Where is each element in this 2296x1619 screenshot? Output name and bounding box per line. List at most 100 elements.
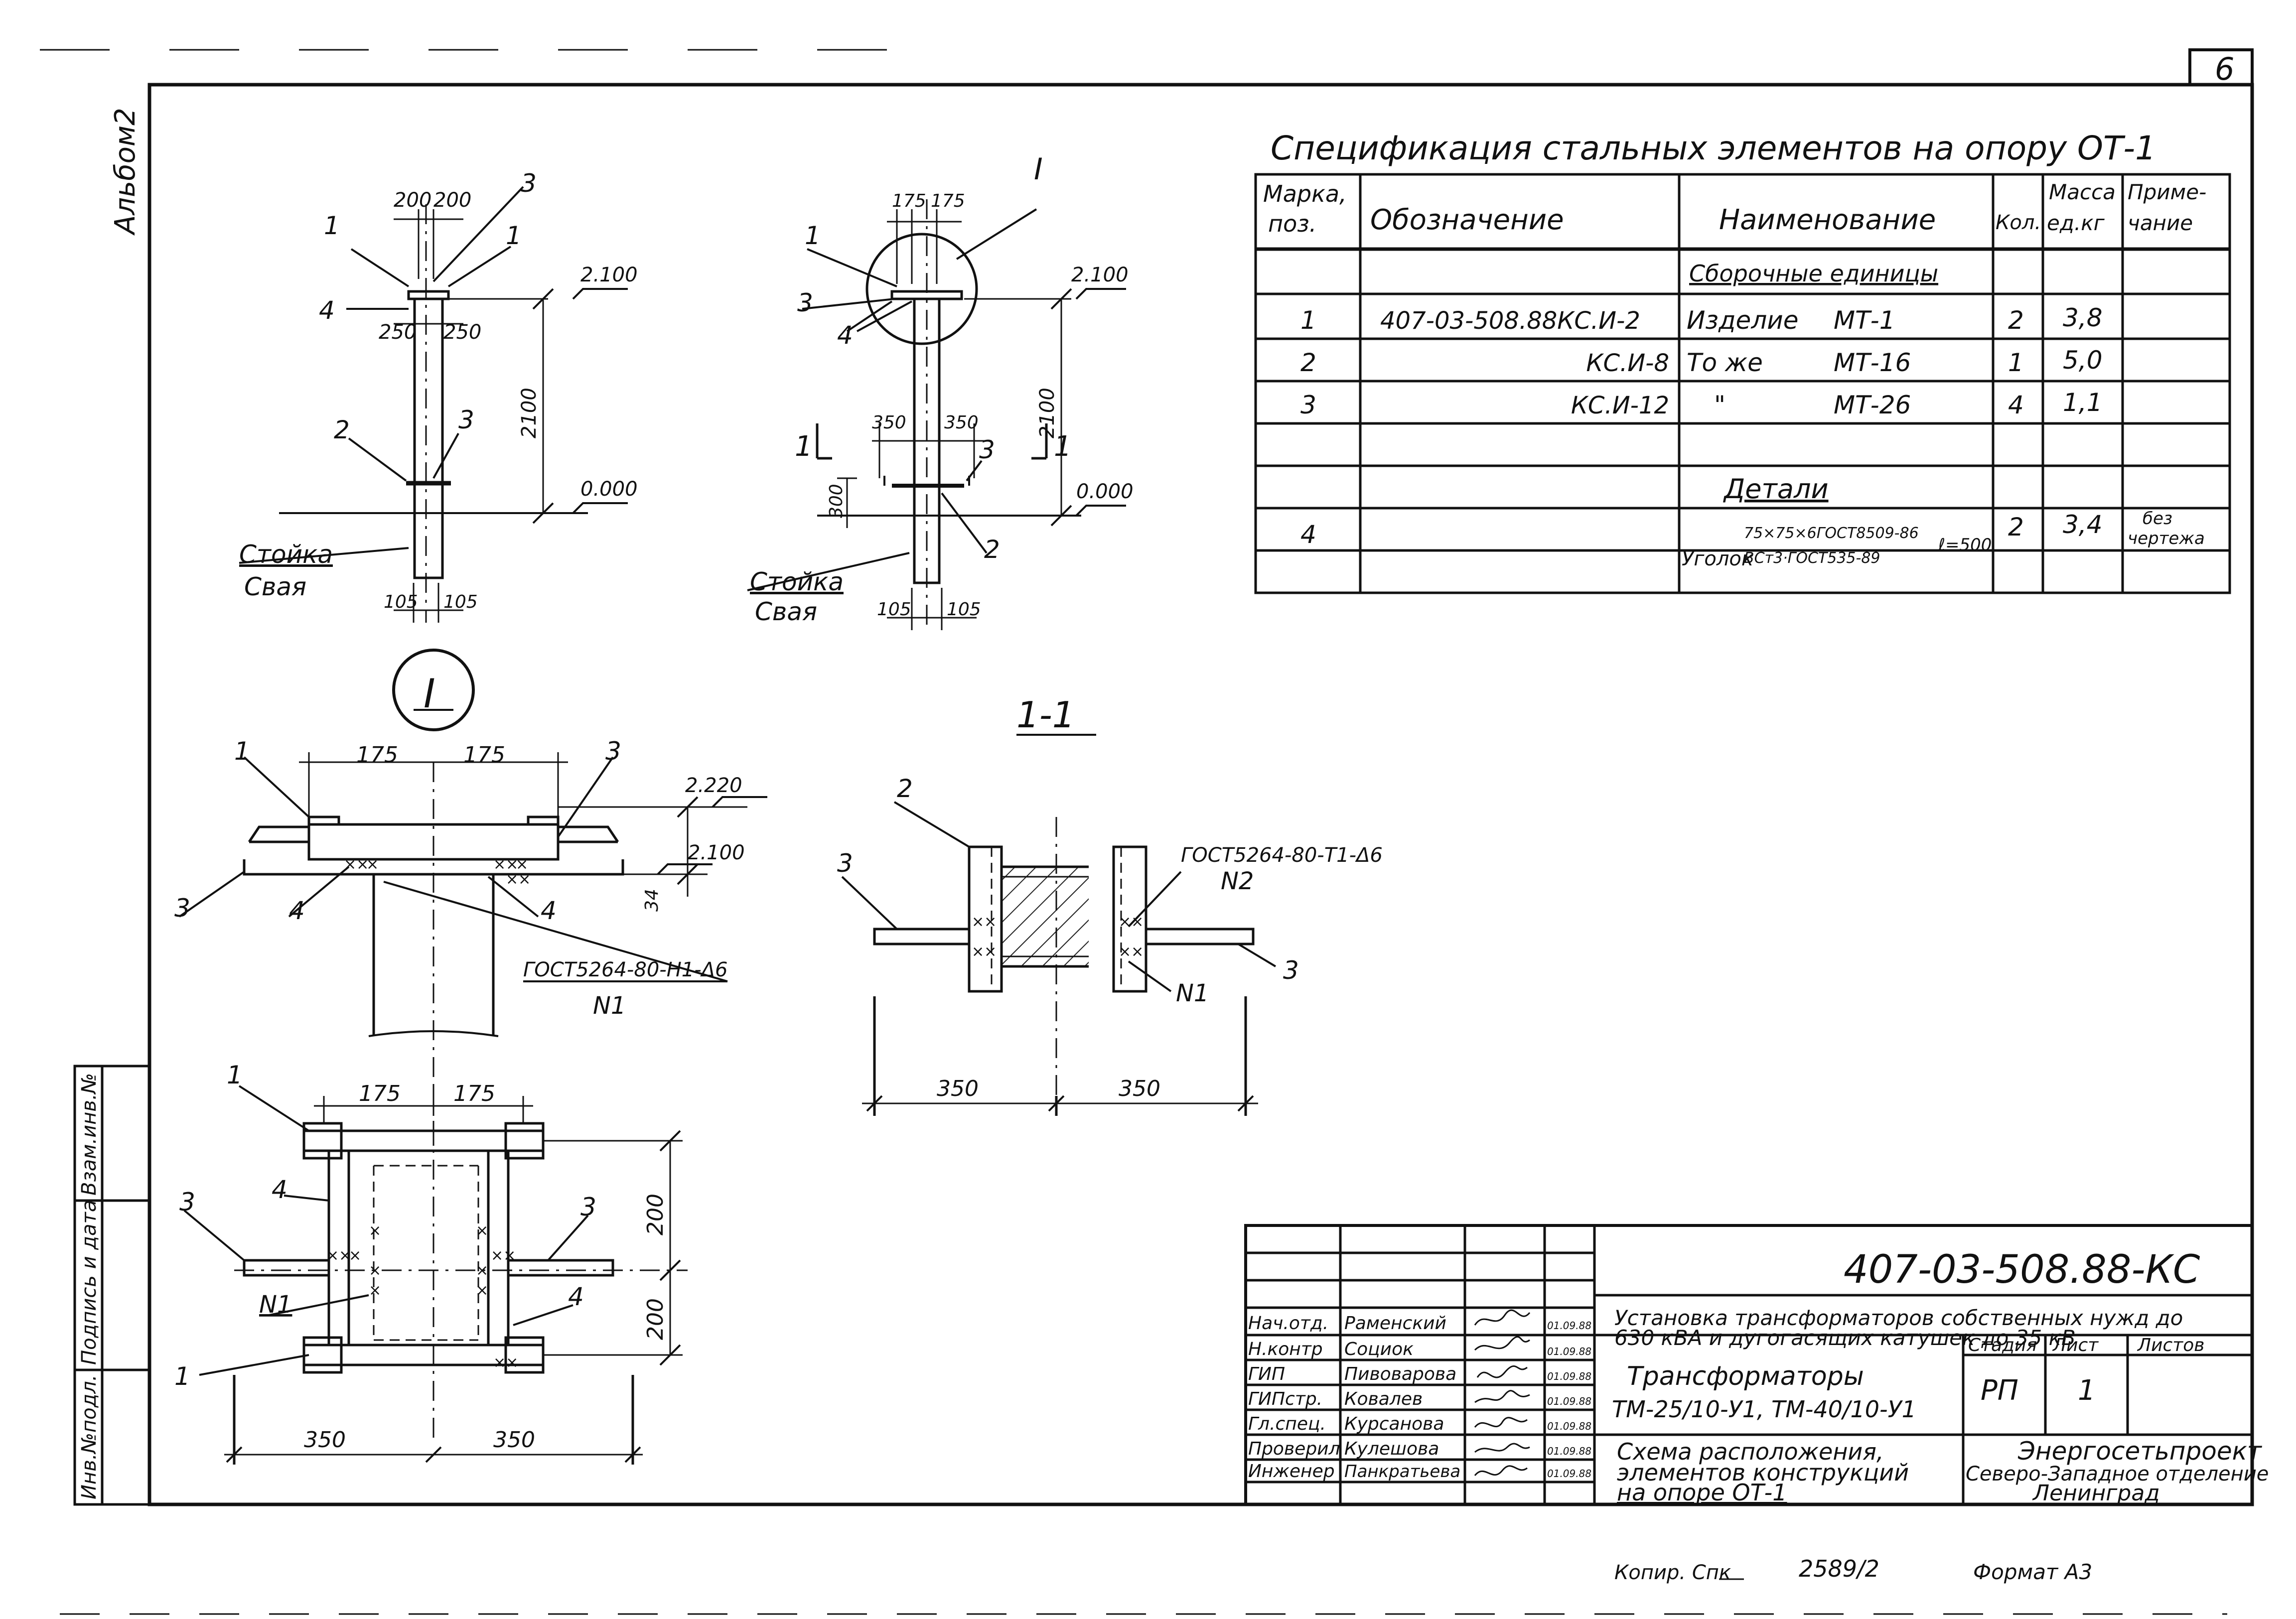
svg-text:××: ×× <box>506 871 531 888</box>
view-a-dim-mid-1: 250 <box>379 321 417 344</box>
detail-mass: 3,4 <box>2063 510 2103 539</box>
role-7-date: 01.09.88 <box>1547 1468 1591 1480</box>
side-stamp-inv-replace: Взам.инв.№ <box>78 1073 101 1196</box>
row-3-qty: 4 <box>2008 391 2024 419</box>
side-stamp-inv-orig: Инв.№подл. <box>78 1374 101 1499</box>
role-2: Н.контр <box>1248 1339 1323 1359</box>
plan-dim-bottom-1: 350 <box>304 1427 346 1453</box>
detail-name-main: Уголок <box>1682 547 1753 570</box>
section-11-weld-crosses: ×× ×× ×× ×× <box>972 913 1144 960</box>
org-1: Энергосетьпроект <box>2017 1437 2263 1466</box>
role-5-date: 01.09.88 <box>1547 1420 1591 1432</box>
view-a-dim-bottom-2: 105 <box>443 592 478 612</box>
detail-note-2: чертежа <box>2128 529 2205 548</box>
header-mark-1: Марка, <box>1263 180 1347 207</box>
view-a-level-zero: 0.000 <box>580 478 638 501</box>
view-b-label-3a: 3 <box>797 288 813 317</box>
view-b-dim-bottom-1: 105 <box>877 599 911 620</box>
side-stamp-sign-date: Подпись и дата <box>78 1200 101 1365</box>
spec-rows: 1 407-03-508.88КС.И-2 Изделие МТ-1 2 3,8… <box>1300 303 2103 419</box>
plan-dim-bottom-2: 350 <box>493 1427 535 1453</box>
detail-qty: 2 <box>2008 513 2024 541</box>
node-detail-dim-2: 175 <box>463 742 505 768</box>
svg-text:××: ×× <box>972 943 997 960</box>
footer: Копир. Спк 2589/2 Формат А3 <box>1614 1555 2092 1584</box>
header-name: Наименование <box>1719 204 1936 236</box>
section-11-dim-2: 350 <box>1119 1076 1160 1101</box>
view-a-pile-label: Свая <box>244 572 306 601</box>
title-block-roles: Нач.отд. Раменский 01.09.88 Н.контр Соци… <box>1248 1313 1591 1482</box>
plan-label-4a: 4 <box>272 1175 287 1204</box>
header-mark-2: поз. <box>1268 210 1316 237</box>
section-11-label-2: 2 <box>897 774 913 803</box>
header-mass-1: Масса <box>2049 180 2116 204</box>
section-11-weld-note: ГОСТ5264-80-Т1-Δ6 <box>1181 844 1383 867</box>
plan-label-3b: 3 <box>580 1193 596 1221</box>
role-3-name: Пивоварова <box>1344 1364 1456 1384</box>
side-stamp <box>73 1065 151 1506</box>
node-detail-label-3b: 3 <box>174 894 190 923</box>
section-11-title: 1-1 <box>1016 694 1075 736</box>
row-3-pos: 3 <box>1300 391 1316 419</box>
view-b-pile-label: Свая <box>755 597 817 626</box>
view-b-height: 2100 <box>1036 388 1059 438</box>
svg-text:×: × <box>476 1262 488 1279</box>
role-2-date: 01.09.88 <box>1547 1346 1591 1357</box>
stage-header: Стадия <box>1968 1335 2037 1355</box>
section-11-weld-mark-a: N2 <box>1221 867 1254 895</box>
view-b-node: I <box>1034 152 1043 187</box>
sheet-frame <box>40 48 2254 1615</box>
view-a-label-3a: 3 <box>521 169 537 198</box>
title-block-signatures <box>1474 1309 1531 1476</box>
view-a-label-4: 4 <box>319 296 335 325</box>
plan-label-4b: 4 <box>568 1282 584 1311</box>
node-detail-level-b: 2.100 <box>688 841 745 864</box>
section-assemblies: Сборочные единицы <box>1689 260 1938 287</box>
node-detail-label-4b: 4 <box>541 896 557 925</box>
view-a-height: 2100 <box>518 388 541 438</box>
plan-dim-side-2: 200 <box>643 1298 668 1340</box>
plan-dim-top-2: 175 <box>453 1081 495 1106</box>
view-b-dim-top-1: 175 <box>892 191 926 211</box>
footer-copied: Копир. Спк <box>1614 1561 1731 1584</box>
role-4: ГИПстр. <box>1248 1389 1322 1409</box>
node-detail-weld-crosses: ×× × ×× × ×× <box>344 856 531 888</box>
role-4-date: 01.09.88 <box>1547 1395 1591 1407</box>
row-2-pos: 2 <box>1300 348 1316 377</box>
spec-title: Спецификация стальных элементов на опору… <box>1271 129 2156 167</box>
row-2-qty: 1 <box>2008 348 2024 377</box>
row-1-name-b: МТ-1 <box>1834 306 1895 335</box>
view-b-labels: I 175 175 350 350 105 105 2100 300 2.100… <box>750 152 1134 626</box>
title-block-project: Установка трансформаторов собственных ну… <box>1612 1306 2269 1506</box>
view-a-label-3b: 3 <box>458 405 474 434</box>
role-6-name: Кулешова <box>1344 1439 1439 1459</box>
node-detail-label-3a: 3 <box>605 737 621 766</box>
role-1: Нач.отд. <box>1248 1313 1328 1334</box>
view-a-level-top: 2.100 <box>580 264 638 286</box>
view-b-label-2: 2 <box>984 535 1000 564</box>
node-detail-drawing <box>178 649 767 1146</box>
footer-number: 2589/2 <box>1799 1555 1879 1582</box>
svg-text:××: ×× <box>1119 943 1144 960</box>
svg-text:××: ×× <box>493 1354 518 1371</box>
sheet-header: Лист <box>2052 1335 2099 1355</box>
view-a-dim-bottom-1: 105 <box>384 592 418 612</box>
svg-text:×: × <box>366 856 379 873</box>
role-6: Проверил <box>1248 1439 1340 1459</box>
detail-name-top: 75×75×6ГОСТ8509-86 <box>1744 525 1919 542</box>
org-2: Северо-Западное отделение <box>1966 1463 2269 1485</box>
header-note-1: Приме- <box>2128 180 2206 204</box>
view-a-drawing <box>239 186 628 623</box>
role-6-date: 01.09.88 <box>1547 1445 1591 1457</box>
header-designation: Обозначение <box>1370 204 1564 236</box>
section-11-weld-mark-b: N1 <box>1176 979 1209 1007</box>
plan-label-3a: 3 <box>179 1188 195 1216</box>
svg-text:×: × <box>369 1282 381 1299</box>
header-qty: Кол. <box>1996 211 2041 234</box>
node-detail-dim-1: 175 <box>356 742 398 768</box>
svg-text:×: × <box>476 1222 488 1239</box>
svg-text:××: ×× <box>1119 913 1144 931</box>
header-note-2: чание <box>2128 211 2193 235</box>
svg-text:××: ×× <box>493 856 518 873</box>
